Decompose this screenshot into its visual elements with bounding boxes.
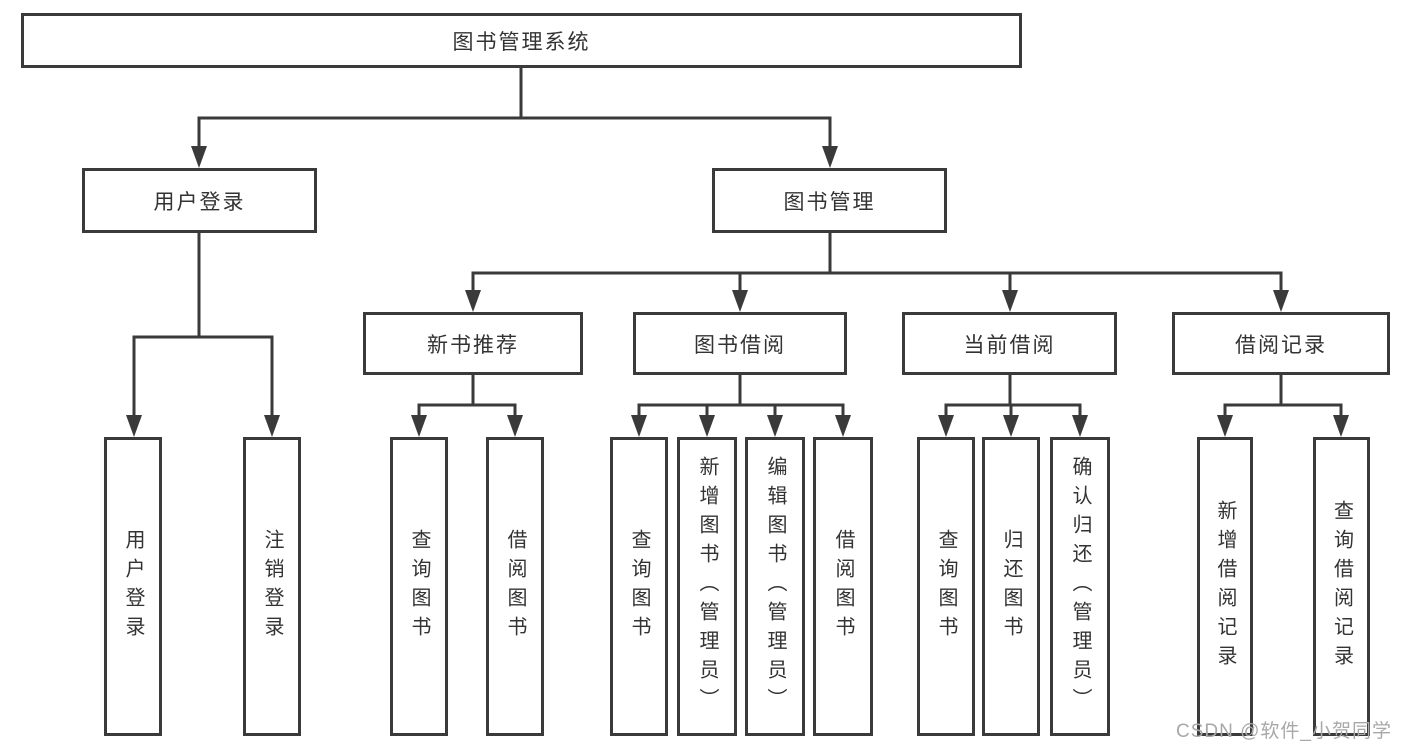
leaf-label: 注销登录 xyxy=(261,528,283,645)
leaf-label: 借阅图书 xyxy=(832,528,854,645)
leaf-label: 新增借阅记录 xyxy=(1214,499,1236,674)
leaf-query-books-recommend: 查询图书 xyxy=(390,437,448,736)
node-root-library-system: 图书管理系统 xyxy=(21,13,1022,68)
leaf-label: 编辑图书（管理员） xyxy=(764,456,786,717)
node-label: 借阅记录 xyxy=(1235,333,1327,357)
node-book-borrow: 图书借阅 xyxy=(633,312,847,375)
leaf-label: 归还图书 xyxy=(1000,528,1022,645)
leaf-return-books: 归还图书 xyxy=(982,437,1040,736)
leaf-logout: 注销登录 xyxy=(243,437,301,736)
leaf-label: 借阅图书 xyxy=(504,528,526,645)
leaf-label: 确认归还（管理员） xyxy=(1069,456,1091,717)
leaf-add-borrow-record: 新增借阅记录 xyxy=(1197,437,1253,736)
leaf-label: 查询图书 xyxy=(628,528,650,645)
node-label: 图书管理 xyxy=(783,190,876,214)
leaf-confirm-return-admin: 确认归还（管理员） xyxy=(1050,437,1110,736)
node-new-book-recommend: 新书推荐 xyxy=(363,312,583,375)
leaf-borrow-books-recommend: 借阅图书 xyxy=(486,437,544,736)
csdn-watermark: CSDN @软件_小贺同学 xyxy=(1176,721,1392,742)
node-book-management: 图书管理 xyxy=(712,168,947,233)
leaf-label: 用户登录 xyxy=(122,528,144,645)
node-label: 新书推荐 xyxy=(427,333,519,357)
leaf-query-books-borrow: 查询图书 xyxy=(610,437,668,736)
leaf-add-books-admin: 新增图书（管理员） xyxy=(677,437,737,736)
node-label: 当前借阅 xyxy=(963,333,1056,357)
node-current-borrow: 当前借阅 xyxy=(902,312,1117,375)
node-label: 用户登录 xyxy=(153,190,246,214)
leaf-borrow-books: 借阅图书 xyxy=(813,437,873,736)
leaf-query-books-current: 查询图书 xyxy=(917,437,975,736)
leaf-query-borrow-record: 查询借阅记录 xyxy=(1313,437,1370,736)
leaf-label: 查询图书 xyxy=(408,528,430,645)
node-borrow-record: 借阅记录 xyxy=(1172,312,1390,375)
leaf-edit-books-admin: 编辑图书（管理员） xyxy=(745,437,805,736)
leaf-label: 新增图书（管理员） xyxy=(696,456,718,717)
node-user-login: 用户登录 xyxy=(82,168,317,233)
leaf-label: 查询图书 xyxy=(935,528,957,645)
leaf-user-login: 用户登录 xyxy=(104,437,162,736)
leaf-label: 查询借阅记录 xyxy=(1330,499,1353,674)
node-label: 图书管理系统 xyxy=(452,30,591,54)
node-label: 图书借阅 xyxy=(694,333,786,357)
